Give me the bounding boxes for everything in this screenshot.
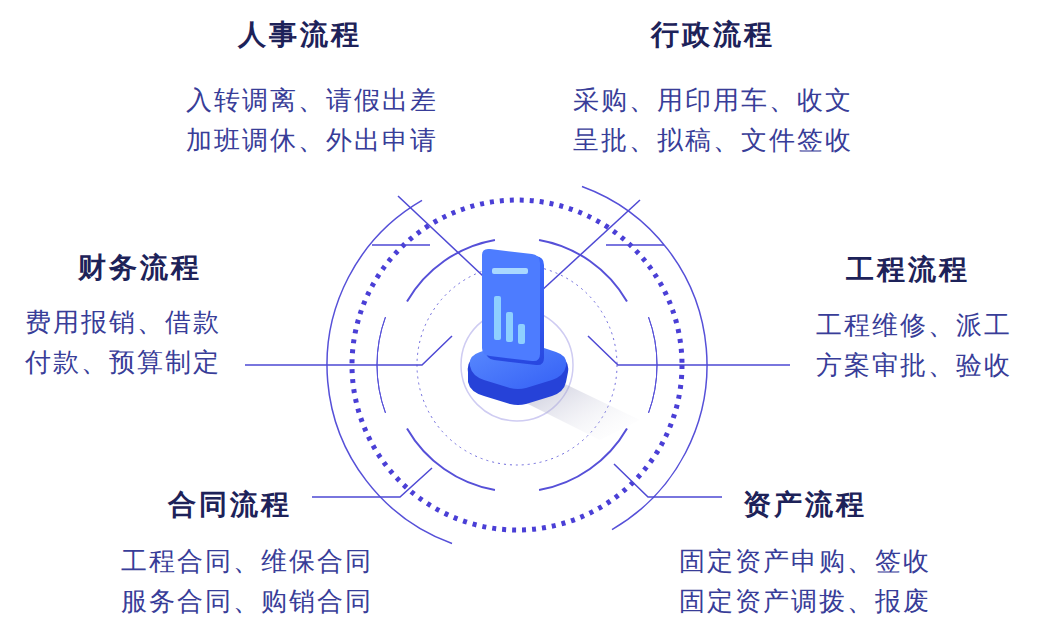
ring-arc: [582, 186, 707, 529]
ring-arc: [407, 240, 495, 302]
group-heading: 工程流程: [846, 250, 970, 290]
group-items: 入转调离、请假出差 加班调休、外出申请: [180, 80, 444, 160]
ring-arc: [539, 240, 627, 302]
ring-arc: [327, 200, 452, 543]
group-items: 工程维修、派工 方案审批、验收: [804, 305, 1012, 385]
group-heading: 资产流程: [743, 485, 867, 525]
group-items: 固定资产申购、签收 固定资产调拨、报废: [673, 541, 937, 621]
group-heading: 合同流程: [168, 485, 292, 525]
group-items: 采购、用印用车、收文 呈批、拟稿、文件签收: [567, 80, 859, 160]
group-heading: 财务流程: [78, 248, 202, 288]
report-icon: [468, 249, 640, 440]
group-heading: 人事流程: [238, 15, 362, 55]
group-heading: 行政流程: [651, 15, 775, 55]
group-items: 工程合同、维保合同 服务合同、购销合同: [115, 541, 379, 621]
leader-line: [245, 196, 790, 497]
ring-arc: [407, 429, 495, 491]
ring-arc: [539, 429, 627, 491]
group-items: 费用报销、借款 付款、预算制定: [25, 302, 233, 382]
